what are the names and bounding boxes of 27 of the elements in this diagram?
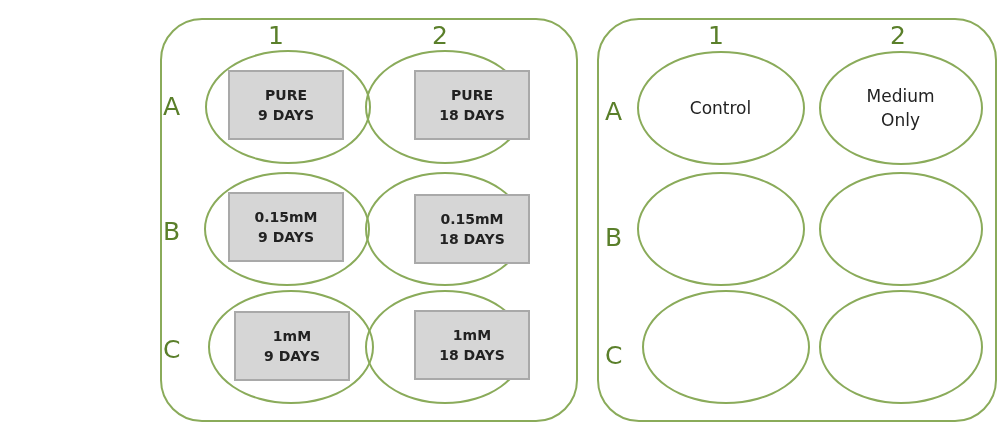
sample-label: 0.15mM 9 DAYS	[228, 192, 344, 262]
column-number: 1	[708, 22, 724, 50]
row-letter: C	[605, 342, 623, 370]
column-number: 2	[890, 22, 906, 50]
row-letter: B	[163, 218, 181, 246]
well: Control	[636, 50, 805, 165]
sample-label: 1mM 18 DAYS	[414, 310, 530, 380]
row-letter: B	[605, 224, 623, 252]
well-plate	[160, 18, 578, 422]
well	[818, 171, 983, 286]
well-plate	[597, 18, 997, 422]
column-number: 1	[268, 22, 284, 50]
sample-label: 1mM 9 DAYS	[234, 311, 350, 381]
row-letter: C	[163, 336, 181, 364]
sample-label: PURE 18 DAYS	[414, 70, 530, 140]
well	[636, 171, 805, 286]
column-number: 2	[432, 22, 448, 50]
well	[207, 289, 374, 404]
well	[818, 289, 983, 404]
row-letter: A	[605, 98, 623, 126]
well	[203, 171, 370, 286]
well	[204, 49, 371, 164]
well	[641, 289, 810, 404]
well: Medium Only	[818, 50, 983, 165]
row-letter: A	[163, 93, 181, 121]
sample-label: 0.15mM 18 DAYS	[414, 194, 530, 264]
sample-label: PURE 9 DAYS	[228, 70, 344, 140]
